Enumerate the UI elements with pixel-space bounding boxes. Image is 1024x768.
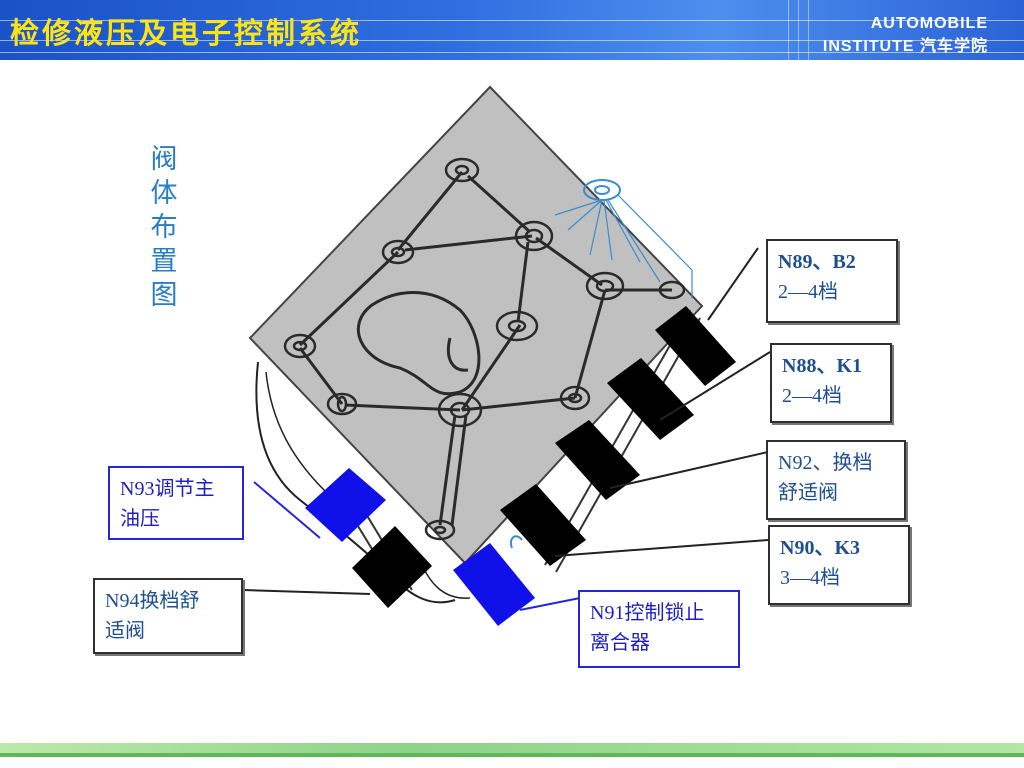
valve-ports [283, 157, 686, 541]
channel-network [298, 171, 672, 526]
leader-lines [243, 247, 771, 611]
footer-stripe [0, 743, 1024, 753]
footer-stripe-dark [0, 753, 1024, 757]
solenoid-n94 [352, 526, 432, 608]
label-n91-line2: 离合器 [590, 632, 650, 654]
vertical-title-char: 体 [150, 178, 178, 209]
label-n93: N93调节主 油压 [108, 466, 244, 540]
header-decor-line [0, 40, 1024, 41]
solenoid-n92 [555, 420, 640, 500]
label-n90: N90、K3 3—4档 [768, 525, 910, 605]
vertical-title: 阀 体 布 置 图 [146, 143, 182, 313]
header-decor-line [788, 0, 789, 60]
label-n94-line2: 适阀 [105, 620, 145, 642]
label-n90-line2: 3—4档 [780, 567, 840, 589]
solenoid-n89 [655, 306, 736, 386]
label-n91: N91控制锁止 离合器 [578, 590, 740, 668]
label-n88-line1: N88、K1 [782, 355, 862, 377]
vertical-title-char: 布 [150, 212, 178, 243]
header-decor-line [808, 0, 809, 60]
label-n91-line1: N91控制锁止 [590, 602, 705, 624]
oil-spray-lines [554, 179, 693, 298]
label-n89-line1: N89、B2 [778, 251, 856, 273]
label-n92-line2: 舒适阀 [778, 482, 838, 504]
label-n89: N89、B2 2—4档 [766, 239, 898, 323]
label-n92-line1: N92、换档 [778, 452, 873, 474]
solenoid-n91 [453, 543, 535, 626]
label-n88-line2: 2—4档 [782, 385, 842, 407]
label-n89-line2: 2—4档 [778, 281, 838, 303]
solenoid-n93 [305, 468, 386, 542]
brand-line-1: AUTOMOBILE [870, 15, 988, 32]
label-n92: N92、换档 舒适阀 [766, 440, 906, 520]
label-n94: N94换档舒 适阀 [93, 578, 243, 654]
label-n93-line2: 油压 [120, 508, 160, 530]
vertical-title-char: 图 [150, 280, 178, 311]
header-decor-line [798, 0, 799, 60]
page-title: 检修液压及电子控制系统 [10, 16, 363, 50]
sensor-hook [510, 535, 523, 549]
header-bar: 检修液压及电子控制系统 AUTOMOBILE INSTITUTE 汽车学院 [0, 0, 1024, 60]
label-n94-line1: N94换档舒 [105, 590, 200, 612]
label-n88: N88、K1 2—4档 [770, 343, 892, 423]
valve-body-plate [248, 85, 704, 565]
brand-line-2: INSTITUTE 汽车学院 [822, 38, 988, 55]
solenoid-n88 [607, 358, 694, 440]
label-n90-line1: N90、K3 [780, 537, 860, 559]
header-decor-line [0, 52, 1024, 53]
vertical-title-char: 阀 [150, 144, 178, 175]
vertical-title-char: 置 [150, 246, 178, 277]
solenoid-n90 [500, 484, 586, 566]
header-decor-line [0, 20, 1024, 21]
label-n93-line1: N93调节主 [120, 478, 215, 500]
